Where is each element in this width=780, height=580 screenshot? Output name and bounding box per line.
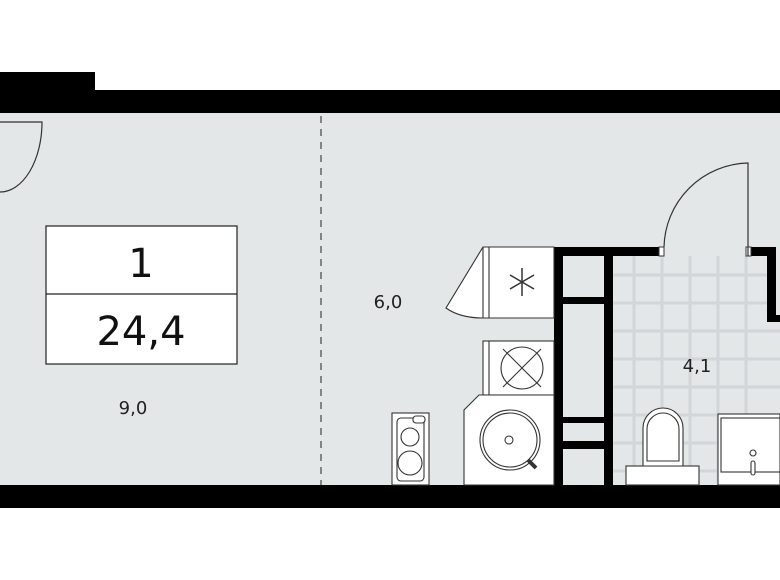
cooktop-icon	[482, 340, 555, 396]
bathroom-left-wall	[604, 247, 613, 485]
top-wall	[0, 90, 780, 113]
shaft-outer-wall	[554, 247, 563, 485]
sink-icon	[463, 394, 555, 486]
rooms-count: 1	[128, 241, 153, 287]
bathroom-top-wall-right	[748, 247, 776, 256]
bathroom-right-step	[767, 315, 780, 322]
door-swing-icon	[0, 121, 749, 256]
kitchen-area: 6,0	[374, 292, 403, 313]
bathroom-right-wall	[767, 247, 776, 322]
bathroom-area: 4,1	[683, 356, 712, 377]
toilet-icon	[625, 407, 700, 486]
bathroom-top-wall-left	[554, 247, 659, 256]
washing-machine-icon	[391, 412, 430, 486]
top-wall-step	[0, 72, 95, 92]
fridge-icon	[445, 246, 555, 319]
bathtub-icon	[717, 413, 780, 486]
living-room-area: 9,0	[119, 398, 148, 419]
bottom-wall	[0, 485, 780, 508]
total-area: 24,4	[96, 309, 185, 355]
walls	[0, 72, 780, 508]
apartment-info-box: 1 24,4	[45, 225, 238, 365]
